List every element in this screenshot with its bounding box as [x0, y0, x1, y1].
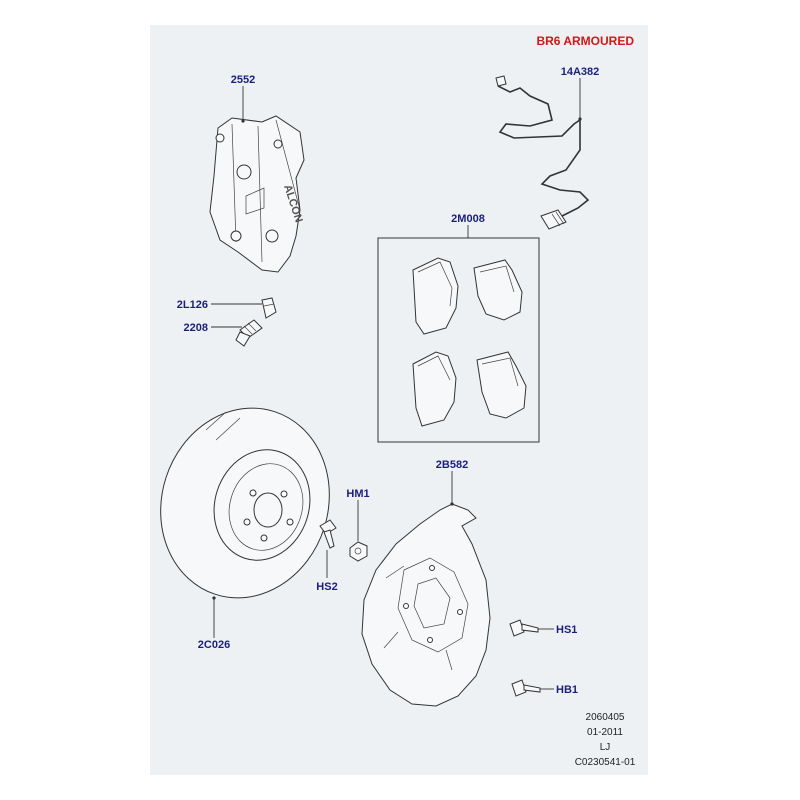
footer-ref-number: 2060405 [586, 712, 625, 723]
label-bleed-screw: 2208 [184, 322, 208, 334]
brake-disc-part[interactable] [136, 386, 353, 620]
label-nut: HM1 [346, 488, 369, 500]
disc-screw-part[interactable] [319, 519, 337, 549]
label-shield-bolt: HB1 [556, 684, 578, 696]
bleed-cap-part[interactable] [261, 297, 277, 319]
caliper-part[interactable]: ALCON [209, 115, 305, 273]
bleed-screw-part[interactable] [235, 319, 263, 347]
shield-bolt-part[interactable] [511, 679, 541, 697]
shield-screw-part[interactable] [509, 619, 539, 637]
nut-part[interactable] [349, 541, 368, 562]
footer-drawing-id: C0230541-01 [575, 757, 636, 768]
pad-kit-box [377, 237, 540, 443]
footer-initials: LJ [600, 742, 611, 753]
brake-pad-part[interactable] [412, 257, 527, 427]
label-caliper: 2552 [231, 74, 255, 86]
label-wear-sensor: 14A382 [561, 66, 600, 78]
label-shield: 2B582 [436, 459, 468, 471]
label-disc: 2C026 [198, 639, 230, 651]
footer-date: 01-2011 [587, 727, 623, 738]
wear-sensor-part[interactable] [495, 75, 590, 230]
label-disc-screw: HS2 [316, 581, 337, 593]
variant-tag: BR6 ARMOURED [536, 34, 634, 48]
label-shield-screw: HS1 [556, 624, 577, 636]
label-pad-kit: 2M008 [451, 213, 485, 225]
dust-shield-part[interactable] [361, 503, 491, 707]
label-bleed-cap: 2L126 [177, 299, 208, 311]
